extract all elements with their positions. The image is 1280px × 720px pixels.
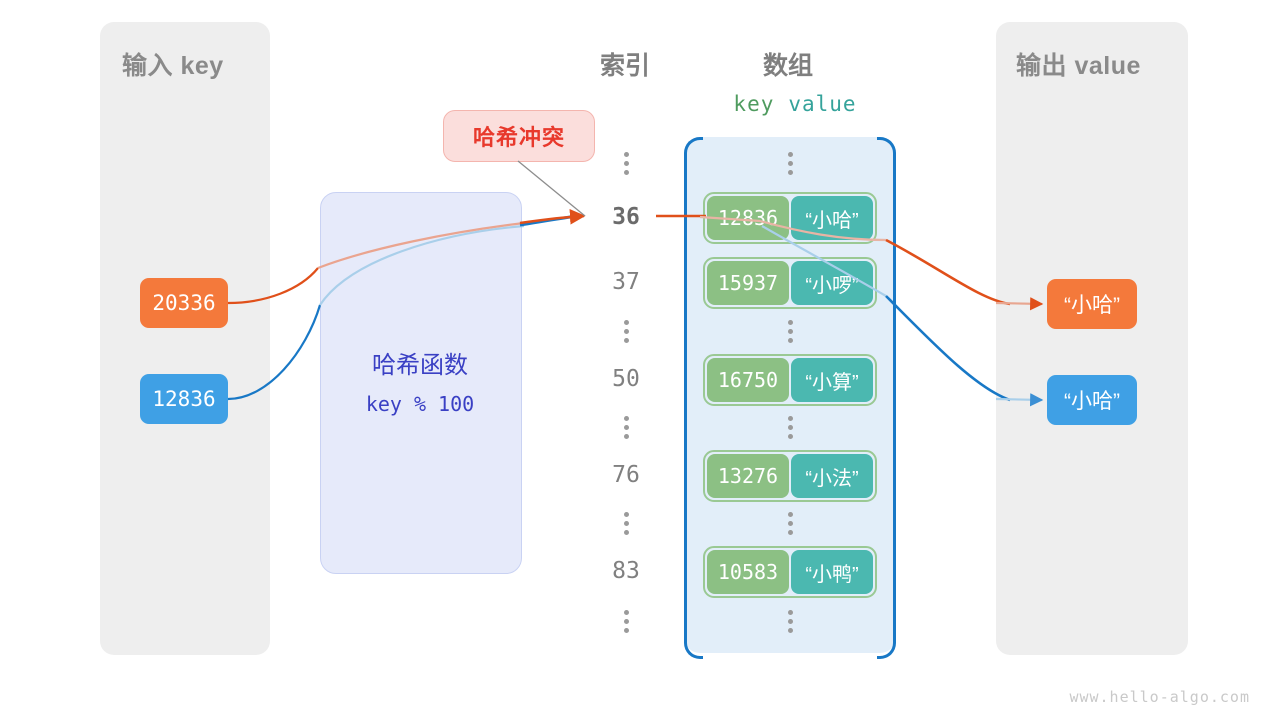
array-ellipsis: [684, 416, 896, 444]
link-bucket-to-output-orange: [885, 238, 1011, 306]
key-header-label: key: [733, 92, 775, 116]
output-panel-title: 输出 value: [1016, 52, 1141, 80]
index-ellipsis: [590, 152, 662, 181]
bucket-key: 15937: [707, 261, 789, 305]
value-header-label: value: [788, 92, 857, 116]
bucket-key: 10583: [707, 550, 789, 594]
index-label-50: 50: [612, 366, 640, 392]
bucket-value: “小算”: [791, 358, 873, 402]
index-label-36: 36: [612, 204, 640, 230]
array-right-bracket: [877, 137, 896, 659]
bucket-row: 12836 “小哈”: [703, 192, 877, 244]
hash-function-formula: key % 100: [365, 392, 475, 416]
input-key-chip: 12836: [140, 374, 228, 424]
hash-collision-badge: 哈希冲突: [443, 110, 595, 162]
bucket-key: 16750: [707, 358, 789, 402]
output-panel: [996, 22, 1188, 655]
bucket-value: “小啰”: [791, 261, 873, 305]
key-value-header: key value: [700, 92, 890, 116]
bucket-row: 16750 “小算”: [703, 354, 877, 406]
index-ellipsis: [590, 610, 662, 639]
index-ellipsis: [590, 320, 662, 349]
bucket-row: 15937 “小啰”: [703, 257, 877, 309]
input-panel: [100, 22, 270, 655]
link-hash-to-index-36: [519, 214, 579, 227]
bucket-value: “小鸭”: [791, 550, 873, 594]
array-ellipsis: [684, 152, 896, 180]
bucket-row: 13276 “小法”: [703, 450, 877, 502]
link-bucket-to-output-blue: [885, 295, 1011, 402]
array-ellipsis: [684, 320, 896, 348]
index-column-title: 索引: [599, 52, 650, 80]
index-label-37: 37: [612, 269, 640, 295]
watermark: www.hello-algo.com: [1069, 688, 1250, 706]
array-ellipsis: [684, 610, 896, 638]
output-value-chip: “小哈”: [1047, 279, 1137, 329]
input-key-chip: 20336: [140, 278, 228, 328]
bucket-value: “小法”: [791, 454, 873, 498]
input-panel-title: 输入 key: [122, 52, 224, 80]
array-left-bracket: [684, 137, 703, 659]
bucket-key: 13276: [707, 454, 789, 498]
index-ellipsis: [590, 416, 662, 445]
index-ellipsis: [590, 512, 662, 541]
array-column-title: 数组: [762, 52, 813, 80]
link-hash-to-index-36-arrow: [519, 208, 586, 225]
hash-function-name: 哈希函数: [372, 352, 468, 379]
index-label-83: 83: [612, 558, 640, 584]
collision-leader-line: [517, 160, 586, 217]
array-ellipsis: [684, 512, 896, 540]
output-value-chip: “小哈”: [1047, 375, 1137, 425]
bucket-value: “小哈”: [791, 196, 873, 240]
bucket-key: 12836: [707, 196, 789, 240]
bucket-row: 10583 “小鸭”: [703, 546, 877, 598]
hash-function-box: [320, 192, 522, 574]
index-label-76: 76: [612, 462, 640, 488]
